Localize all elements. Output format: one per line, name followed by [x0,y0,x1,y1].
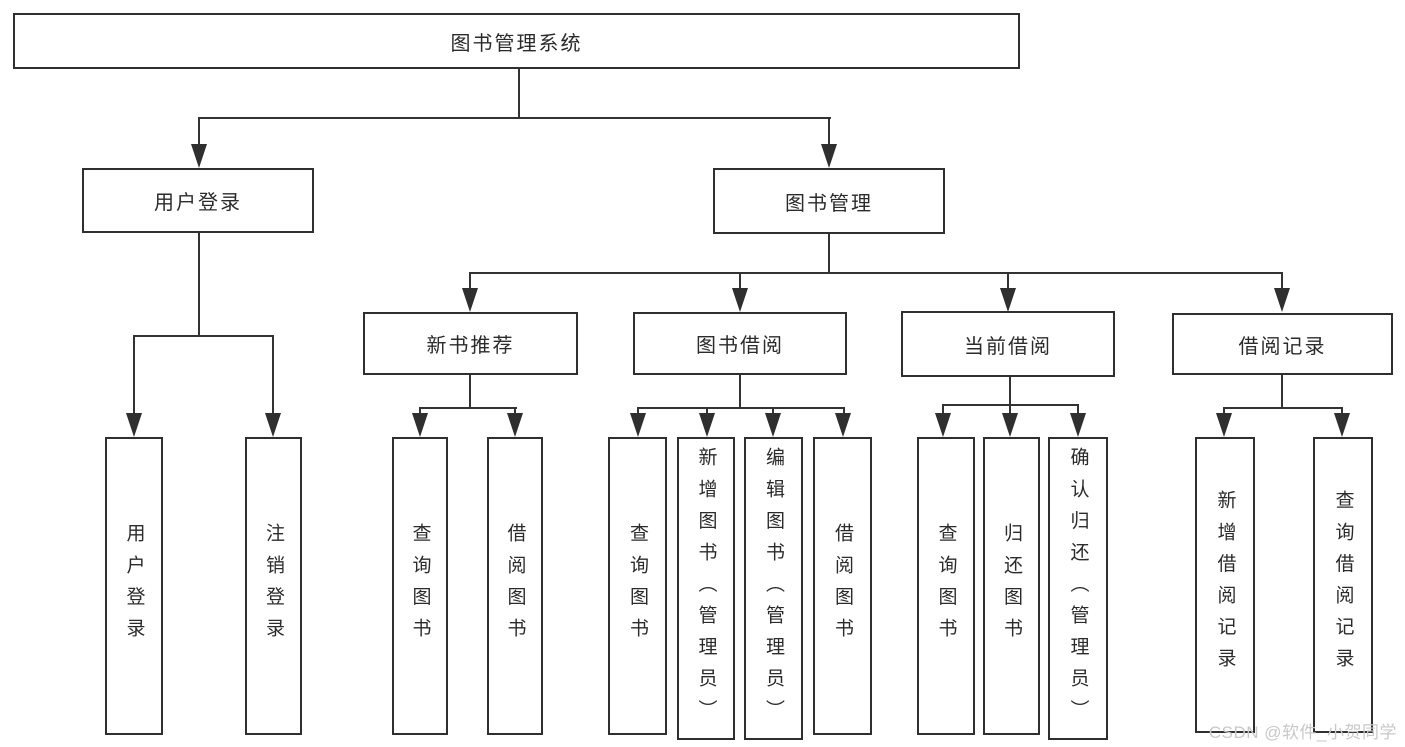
arrowhead-newbook [462,288,478,312]
connector-drop-records [1281,272,1283,292]
arrowhead-bb-edit [765,413,781,437]
connector-borrowing-stem [739,375,741,408]
arrowhead-nb-borrow [507,413,523,437]
connector-records-stem [1281,375,1283,408]
node-label: 注销登录 [263,522,284,650]
arrowhead-bb-borrow [835,413,851,437]
node-label: 查询图书 [409,522,431,650]
connector-bookmgmt-stem [828,234,830,273]
leaf-current-query-books: 查询图书 [917,437,975,735]
connector-drop-cb-confirm [1077,404,1079,417]
node-label: 新增图书（管理员） [695,446,717,731]
connector-drop-bb-add [706,407,708,417]
arrowhead-ul-logout [265,413,281,437]
leaf-user-login: 用户登录 [105,437,163,735]
connector-drop-bb-edit [772,407,774,417]
connector-drop-ul-login [133,335,135,417]
csdn-watermark: CSDN @软件_小贺同学 [1208,723,1397,742]
connector-root-stem [518,69,520,118]
arrowhead-br-query [1334,413,1350,437]
leaf-borrowing-edit-books-admin: 编辑图书（管理员） [744,437,803,740]
leaf-logout: 注销登录 [245,437,302,735]
node-label: 借阅记录 [1238,335,1327,358]
node-library-system: 图书管理系统 [13,13,1020,69]
node-label: 编辑图书（管理员） [763,446,784,731]
connector-drop-nb-query [419,407,421,417]
connector-drop-book-mgmt [828,117,830,150]
arrowhead-bb-add [699,413,715,437]
connector-newbook-rail [419,407,517,409]
leaf-borrowing-borrow-books: 借阅图书 [813,437,872,735]
node-label: 借阅图书 [504,522,526,650]
connector-drop-cb-return [1009,404,1011,417]
arrowhead-cb-return [1002,413,1018,437]
connector-level2-rail [198,117,831,119]
arrowhead-cb-query [935,413,951,437]
leaf-newbook-borrow-books: 借阅图书 [487,437,543,735]
leaf-borrowing-query-books: 查询图书 [608,437,667,735]
leaf-newbook-query-books: 查询图书 [392,437,448,735]
node-label: 用户登录 [154,192,242,214]
leaf-records-query-record: 查询借阅记录 [1313,437,1373,733]
arrowhead-current [1000,288,1016,312]
leaf-borrowing-add-books-admin: 新增图书（管理员） [677,437,735,740]
connector-newbook-stem [469,375,471,408]
node-label: 归还图书 [1001,522,1022,650]
node-book-borrowing: 图书借阅 [633,312,847,375]
node-new-book-recommend: 新书推荐 [363,312,578,375]
connector-userlogin-rail [133,335,274,337]
connector-drop-nb-borrow [514,407,516,417]
node-label: 新书推荐 [426,335,515,357]
node-label: 用户登录 [123,522,145,650]
arrowhead-borrowing [732,288,748,312]
connector-drop-newbook [469,272,471,292]
leaf-current-confirm-return-admin: 确认归还（管理员） [1048,437,1108,740]
node-label: 借阅图书 [832,522,853,650]
node-user-login: 用户登录 [82,168,314,233]
connector-drop-cb-query [942,404,944,417]
connector-drop-bb-borrow [843,407,845,417]
node-label: 图书管理系统 [450,32,583,55]
connector-level3-rail [469,272,1283,274]
connector-drop-current [1007,272,1009,292]
node-book-management: 图书管理 [713,168,945,234]
connector-drop-bb-query [637,407,639,417]
arrowhead-cb-confirm [1070,413,1086,437]
connector-drop-br-query [1341,407,1343,417]
arrowhead-user-login [191,144,207,168]
connector-borrowing-rail [637,407,845,409]
node-label: 查询借阅记录 [1332,490,1354,680]
arrowhead-book-mgmt [821,144,837,168]
arrowhead-bb-query [630,413,646,437]
node-label: 查询图书 [935,522,957,650]
arrowhead-nb-query [412,413,428,437]
connector-drop-user-login [198,117,200,150]
node-label: 新增借阅记录 [1214,490,1236,680]
connector-records-rail [1223,407,1343,409]
node-label: 确认归还（管理员） [1067,446,1089,731]
connector-drop-br-add [1223,407,1225,417]
connector-drop-borrowing [739,272,741,292]
arrowhead-br-add [1216,413,1232,437]
node-label: 当前借阅 [964,335,1052,358]
node-current-borrowing: 当前借阅 [901,311,1115,377]
leaf-records-add-record: 新增借阅记录 [1195,437,1255,733]
arrowhead-ul-login [126,413,142,437]
node-label: 图书管理 [785,192,873,215]
leaf-current-return-books: 归还图书 [983,437,1040,735]
connector-current-stem [1009,377,1011,405]
node-label: 查询图书 [627,522,648,650]
connector-userlogin-stem [198,233,200,336]
node-label: 图书借阅 [696,335,784,357]
arrowhead-records [1274,288,1290,312]
node-borrowing-records: 借阅记录 [1172,313,1393,375]
connector-drop-ul-logout [272,335,274,417]
